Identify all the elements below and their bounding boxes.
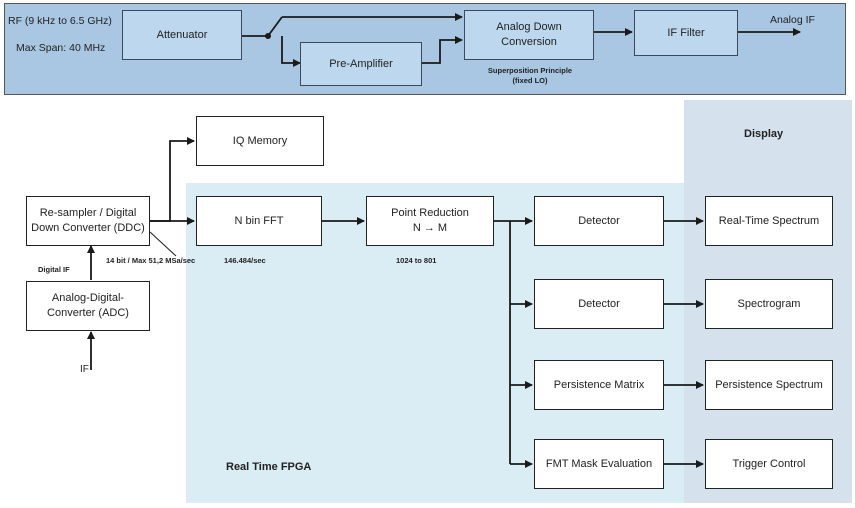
display-region-label: Display [744, 128, 784, 140]
superposition-note: Superposition Principle (fixed LO) [487, 66, 573, 85]
fmt-mask-box: FMT Mask Evaluation [534, 439, 664, 489]
iq-memory-box: IQ Memory [196, 116, 324, 166]
adc-box: Analog-Digital- Converter (ADC) [26, 281, 150, 331]
wire-rate-pointer [149, 231, 177, 257]
max-span-label: Max Span: 40 MHz [16, 42, 106, 54]
analog-down-conversion-box: Analog Down Conversion [464, 10, 594, 60]
detector-box-2: Detector [534, 279, 664, 329]
fft-box: N bin FFT [196, 196, 322, 246]
persistence-spectrum-box: Persistence Spectrum [705, 360, 833, 410]
if-filter-box: IF Filter [634, 10, 738, 56]
if-input-label: IF [80, 364, 89, 375]
sample-rate-label: 14 bit / Max 51,2 MSa/sec [106, 256, 196, 265]
real-time-spectrum-box: Real-Time Spectrum [705, 196, 833, 246]
reduction-label: 1024 to 801 [396, 256, 437, 265]
digital-if-label: Digital IF [38, 265, 70, 274]
spectrogram-box: Spectrogram [705, 279, 833, 329]
fft-rate-label: 146.484/sec [224, 256, 266, 265]
pre-amplifier-box: Pre-Amplifier [300, 42, 422, 86]
ddc-box: Re-sampler / Digital Down Converter (DDC… [26, 196, 150, 246]
attenuator-box: Attenuator [122, 10, 242, 60]
rf-range-label: RF (9 kHz to 6.5 GHz) [8, 15, 112, 27]
trigger-control-box: Trigger Control [705, 439, 833, 489]
analog-if-label: Analog IF [770, 14, 815, 26]
fpga-region-label: Real Time FPGA [226, 461, 312, 473]
point-reduction-box: Point Reduction N → M [366, 196, 494, 246]
persistence-matrix-box: Persistence Matrix [534, 360, 664, 410]
detector-box-1: Detector [534, 196, 664, 246]
